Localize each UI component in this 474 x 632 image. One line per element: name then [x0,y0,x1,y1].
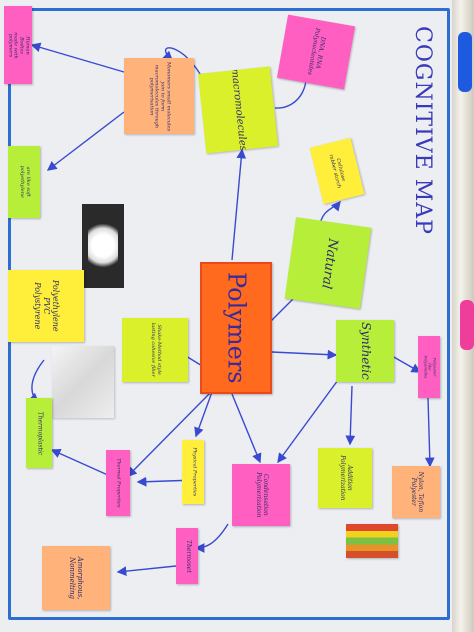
note-amorphous: Amorphous, Nonmelting [42,546,110,610]
note-human-body: Human Bodies made with polymers [4,6,32,84]
note-thermoplastic: Thermoplastic [26,398,52,468]
note-addition: Addition Polymerization [318,448,372,508]
note-polymers: Polymers [200,262,272,394]
note-synthetic: Synthetic [336,320,394,382]
rods-photo [52,346,114,418]
note-are-like: are like soft polyethylene [8,146,40,218]
note-nylon: Nylon, Teflon Polyester [392,466,440,518]
rainbow-swatch [346,524,398,558]
blue-marker [458,32,472,92]
note-physical: Physical Properties [182,440,204,504]
note-hydroxyl: Polyester like Polyamides [418,336,440,398]
note-thermal: Thermal Properties [106,450,130,516]
note-macromolecules: macromolecules [198,66,278,154]
pink-marker [460,300,474,350]
title-text: COGNITIVE MAP [409,25,435,235]
note-natural: Natural [284,217,372,309]
map-title: COGNITIVE MAP [402,26,442,235]
note-shake: Shake-Method style lasting cohesive fibe… [122,318,188,382]
note-polyethylene: Polyethylene PVC Polystyrene [8,270,84,342]
note-dna-rna: DNA, RNA Polynucleotides [276,14,356,90]
note-monomers: Monomers small molecules join to form ma… [124,58,194,134]
note-thermoset: Thermoset [176,528,198,584]
salt-photo [82,204,124,288]
note-condensation: Condensation Polymerization [232,464,290,526]
